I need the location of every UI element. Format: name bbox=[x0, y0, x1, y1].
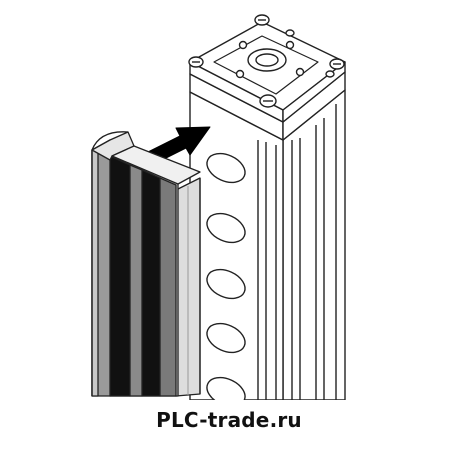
screw-icon bbox=[254, 14, 270, 26]
screw-icon bbox=[285, 29, 295, 37]
watermark-text: PLC-trade.ru bbox=[156, 408, 302, 432]
screw-icon bbox=[325, 70, 335, 78]
protective-cover-icon bbox=[91, 131, 201, 397]
product-illustration bbox=[91, 14, 346, 400]
screw-icon bbox=[188, 56, 204, 68]
light-curtain-profile-icon bbox=[188, 14, 346, 400]
screw-icon bbox=[329, 58, 345, 70]
screw-icon bbox=[259, 94, 277, 108]
